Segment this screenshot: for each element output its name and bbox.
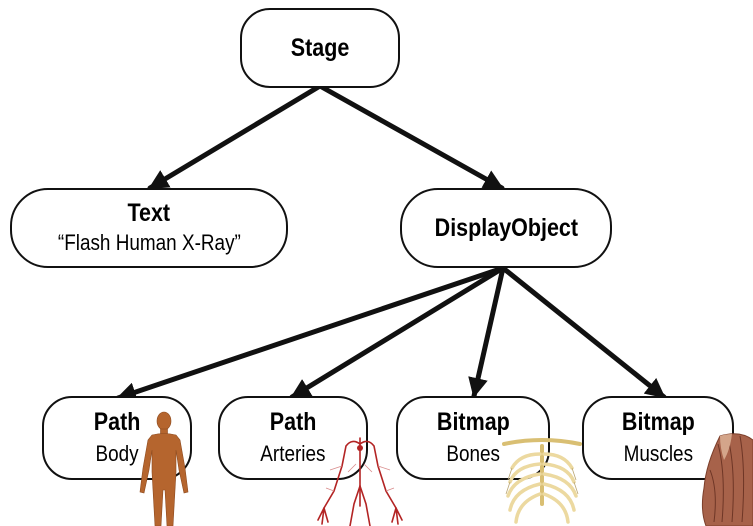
node-subtitle: Muscles: [623, 441, 693, 466]
edge-displayobject-arteries: [289, 265, 506, 400]
edge-displayobject-body: [115, 265, 506, 402]
node-title: Bitmap: [436, 408, 510, 436]
node-title: Path: [93, 408, 141, 436]
edge-displayobject-bones: [468, 265, 506, 399]
node-subtitle: Arteries: [260, 441, 326, 466]
node-displayobject: DisplayObject: [400, 188, 612, 268]
node-bitmap-muscles: Bitmap Muscles: [582, 396, 734, 480]
muscle-arm-illustration: [701, 433, 753, 526]
node-title: Path: [269, 408, 317, 436]
node-title: Text: [127, 199, 171, 227]
edge-stage-displayobject: [317, 83, 505, 191]
ribcage-illustration: [502, 438, 582, 524]
node-path-arteries: Path Arteries: [218, 396, 368, 480]
node-subtitle: Bones: [446, 441, 500, 466]
node-stage: Stage: [240, 8, 400, 88]
edge-displayobject-muscles: [500, 265, 667, 400]
node-title: DisplayObject: [434, 214, 578, 242]
node-title: Stage: [290, 34, 350, 62]
edge-stage-text: [147, 83, 323, 191]
node-title: Bitmap: [621, 408, 695, 436]
arteries-illustration: [317, 437, 403, 526]
body-silhouette-icon: [139, 411, 189, 526]
node-text: Text “Flash Human X-Ray”: [10, 188, 288, 268]
node-subtitle: Body: [95, 441, 139, 466]
node-subtitle: “Flash Human X-Ray”: [57, 230, 241, 255]
